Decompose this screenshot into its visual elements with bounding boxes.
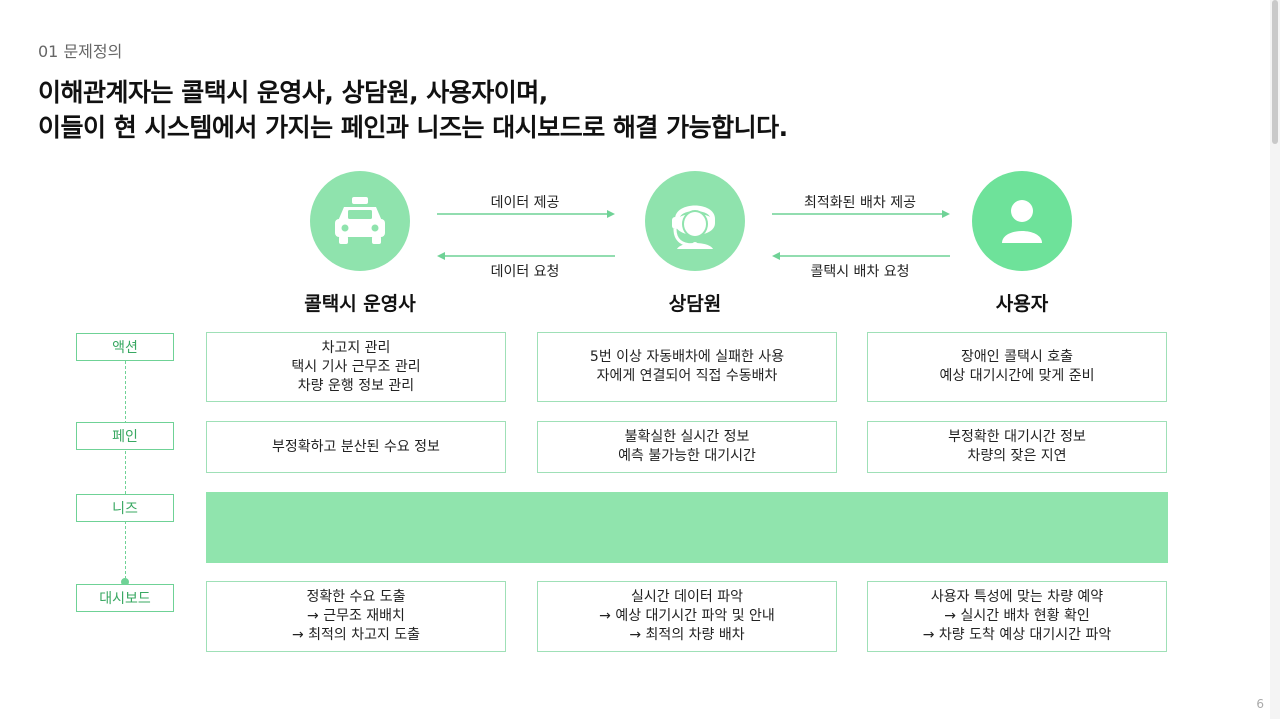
action-cell-operator: 차고지 관리 택시 기사 근무조 관리 차량 운행 정보 관리: [206, 332, 506, 402]
action-cell-line: 장애인 콜택시 호출: [961, 349, 1073, 365]
headline-line-2: 이들이 현 시스템에서 가지는 페인과 니즈는 대시보드로 해결 가능합니다.: [38, 113, 788, 142]
action-cell-line: 5번 이상 자동배차에 실패한 사용: [589, 349, 785, 365]
arrow-right-1: [437, 210, 615, 218]
dashboard-cell-line: → 예상 대기시간 파악 및 안내: [599, 608, 775, 624]
dashboard-cell-line: → 차량 도착 예상 대기시간 파악: [922, 627, 1112, 643]
action-cell-line: 예상 대기시간에 맞게 준비: [939, 368, 1095, 384]
pain-cell-user: 부정확한 대기시간 정보 차량의 잦은 지연: [867, 421, 1167, 473]
action-cell-line: 차고지 관리: [321, 339, 391, 356]
row-label-pain: 페인: [76, 422, 174, 450]
pain-cell-line: 부정확하고 분산된 수요 정보: [272, 438, 440, 455]
pain-cell-line: 차량의 잦은 지연: [967, 448, 1067, 464]
arrow-left-2: [772, 252, 950, 260]
dashboard-cell-line: 정확한 수요 도출: [306, 589, 406, 605]
dashboard-cell-line: 사용자 특성에 맞는 차량 예약: [930, 589, 1104, 605]
row-label-action: 액션: [76, 333, 174, 361]
action-cell-user: 장애인 콜택시 호출 예상 대기시간에 맞게 준비: [867, 332, 1167, 402]
dashboard-cell-line: → 근무조 재배치: [307, 608, 405, 624]
pain-cell-line: 불확실한 실시간 정보: [624, 429, 750, 445]
row-connector-dot: [121, 578, 129, 586]
agent-circle: [645, 171, 745, 271]
pain-cell-agent: 불확실한 실시간 정보 예측 불가능한 대기시간: [537, 421, 837, 473]
user-icon: [1002, 200, 1042, 243]
dashboard-cell-user: 사용자 특성에 맞는 차량 예약 → 실시간 배차 현황 확인 → 차량 도착 …: [867, 581, 1167, 652]
user-circle: [972, 171, 1072, 271]
taxi-icon: [335, 197, 385, 244]
dashboard-cell-line: → 최적의 차고지 도출: [291, 627, 421, 643]
dashboard-cell-agent: 실시간 데이터 파악 → 예상 대기시간 파악 및 안내 → 최적의 차량 배차: [537, 581, 837, 652]
dashboard-cell-line: → 최적의 차량 배차: [629, 627, 745, 643]
page-number: 6: [1256, 697, 1264, 711]
section-label: 01 문제정의: [38, 42, 123, 61]
row-label-dashboard: 대시보드: [76, 584, 174, 612]
dashboard-cell-line: → 실시간 배차 현황 확인: [944, 608, 1090, 624]
stakeholder-name-agent: 상담원: [668, 293, 722, 315]
headset-agent-icon: [672, 205, 715, 249]
arrow-left-1: [437, 252, 615, 260]
action-cell-agent: 5번 이상 자동배차에 실패한 사용 자에게 연결되어 직접 수동배차: [537, 332, 837, 402]
stakeholder-name-operator: 콜택시 운영사: [304, 293, 416, 315]
dashboard-cell-operator: 정확한 수요 도출 → 근무조 재배치 → 최적의 차고지 도출: [206, 581, 506, 652]
arrow-right-2: [772, 210, 950, 218]
flow-label-operator-to-agent: 데이터 제공: [490, 195, 560, 211]
operator-circle: [310, 171, 410, 271]
pain-cell-line: 예측 불가능한 대기시간: [618, 448, 756, 464]
flow-label-agent-to-user: 최적화된 배차 제공: [804, 195, 916, 211]
headline-line-1: 이해관계자는 콜택시 운영사, 상담원, 사용자이며,: [38, 78, 548, 107]
flow-label-agent-to-operator: 데이터 요청: [490, 264, 560, 280]
action-cell-line: 차량 운행 정보 관리: [297, 377, 415, 394]
pain-cell-line: 부정확한 대기시간 정보: [948, 429, 1086, 445]
flow-label-user-to-agent: 콜택시 배차 요청: [810, 264, 910, 280]
action-cell-line: 자에게 연결되어 직접 수동배차: [596, 368, 778, 384]
action-cell-line: 택시 기사 근무조 관리: [291, 358, 421, 375]
needs-band: [206, 492, 1168, 563]
stakeholder-name-user: 사용자: [995, 293, 1049, 315]
dashboard-cell-line: 실시간 데이터 파악: [631, 589, 743, 605]
row-label-needs: 니즈: [76, 494, 174, 522]
scrollbar-thumb[interactable]: [1272, 0, 1278, 144]
pain-cell-operator: 부정확하고 분산된 수요 정보: [206, 421, 506, 473]
scrollbar-track[interactable]: [1270, 0, 1280, 719]
row-connector-line: [125, 361, 126, 579]
